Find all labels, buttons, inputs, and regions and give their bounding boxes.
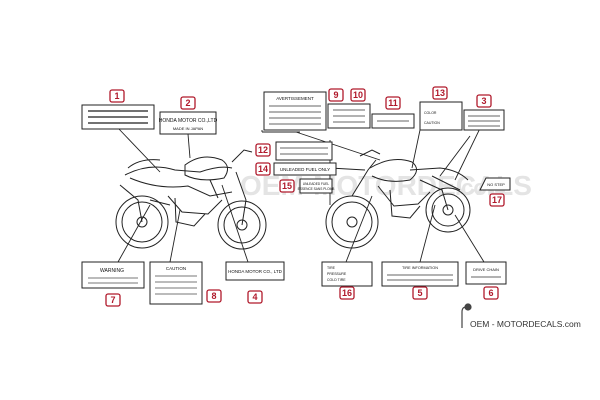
callout-number: 10 xyxy=(353,90,363,100)
callout-frame xyxy=(350,88,366,102)
label16-line1: TIRE xyxy=(327,266,336,270)
callout-number: 9 xyxy=(333,90,338,100)
decal-label-7: WARNING xyxy=(81,261,145,289)
brand-mark: OEM - MOTORDECALS.com xyxy=(461,303,581,329)
callout-number: 3 xyxy=(481,96,486,106)
callout-frame xyxy=(483,286,499,300)
label16-line2: PRESSURE xyxy=(327,272,347,276)
callout-1: 1 xyxy=(109,89,125,103)
callout-frame xyxy=(412,286,428,300)
decal-label-9: AVERTISSEMENT xyxy=(263,91,327,131)
callout-15: 15 xyxy=(279,179,295,193)
brand-text: OEM - MOTORDECALS.com xyxy=(470,319,581,329)
callout-frame xyxy=(385,96,401,110)
callout-frame xyxy=(105,293,121,307)
callout-number: 8 xyxy=(211,291,216,301)
callout-number: 2 xyxy=(185,98,190,108)
label7-text: WARNING xyxy=(100,268,124,274)
callout-frame xyxy=(255,143,271,157)
callout-number: 5 xyxy=(417,288,422,298)
callout-4: 4 xyxy=(247,290,263,304)
label13-line2: CAUTION xyxy=(424,121,440,125)
decal-label-14: UNLEADED FUEL ONLY xyxy=(273,162,337,176)
callout-number: 15 xyxy=(282,181,292,191)
decal-label-11 xyxy=(371,113,415,129)
callout-13: 13 xyxy=(432,86,448,100)
label4-text: HONDA MOTOR CO., LTD xyxy=(228,269,283,274)
callout-5: 5 xyxy=(412,286,428,300)
label2-line2: MADE IN JAPAN xyxy=(173,126,203,131)
label6-text: DRIVE CHAIN xyxy=(473,267,499,272)
decal-label-15: UNLEADED FUEL ESSENCE SANS PLOMB xyxy=(298,178,335,194)
callout-number: 1 xyxy=(114,91,119,101)
decal-label-10 xyxy=(327,103,371,129)
callout-frame xyxy=(279,179,295,193)
callout-number: 13 xyxy=(435,88,445,98)
callout-frame xyxy=(328,88,344,102)
callout-8: 8 xyxy=(206,289,222,303)
decal-label-5: TIRE INFORMATION xyxy=(381,261,459,287)
decal-label-16: TIRE PRESSURE COLD TIRE xyxy=(321,261,373,287)
label15-line1: UNLEADED FUEL xyxy=(303,182,330,186)
callout-12: 12 xyxy=(255,143,271,157)
callout-9: 9 xyxy=(328,88,344,102)
callout-frame xyxy=(432,86,448,100)
decal-label-12 xyxy=(275,141,333,161)
callout-17: 17 xyxy=(489,193,505,207)
label9-text: AVERTISSEMENT xyxy=(276,96,314,101)
label16-line3: COLD TIRE xyxy=(327,278,346,282)
callout-frame xyxy=(489,193,505,207)
decal-label-17: NO STEP xyxy=(479,177,511,191)
callout-number: 12 xyxy=(258,145,268,155)
callout-6: 6 xyxy=(483,286,499,300)
callout-10: 10 xyxy=(350,88,366,102)
callout-number: 17 xyxy=(492,195,502,205)
decal-label-3 xyxy=(463,109,505,131)
callout-number: 16 xyxy=(342,288,352,298)
callout-3: 3 xyxy=(476,94,492,108)
callout-frame xyxy=(109,89,125,103)
callout-frame xyxy=(255,162,271,176)
callout-frame xyxy=(247,290,263,304)
callout-number: 6 xyxy=(488,288,493,298)
callout-frame xyxy=(476,94,492,108)
label5-text: TIRE INFORMATION xyxy=(402,266,438,270)
decal-label-1 xyxy=(81,104,155,130)
decal-label-6: DRIVE CHAIN xyxy=(465,261,507,285)
decal-label-4: HONDA MOTOR CO., LTD xyxy=(225,261,285,281)
callout-2: 2 xyxy=(180,96,196,110)
callout-11: 11 xyxy=(385,96,401,110)
label8-text: CAUTION xyxy=(166,266,186,271)
decal-label-8: CAUTION xyxy=(149,261,203,305)
callout-frame xyxy=(206,289,222,303)
callout-number: 14 xyxy=(258,164,268,174)
callout-14: 14 xyxy=(255,162,271,176)
callout-frame xyxy=(180,96,196,110)
label17-text: NO STEP xyxy=(487,182,505,187)
callout-7: 7 xyxy=(105,293,121,307)
callout-number: 4 xyxy=(252,292,257,302)
decal-label-2: HONDA MOTOR CO.,LTD MADE IN JAPAN xyxy=(159,111,218,135)
callout-16: 16 xyxy=(339,286,355,300)
label2-line1: HONDA MOTOR CO.,LTD xyxy=(159,118,218,124)
callout-number: 11 xyxy=(388,98,398,108)
brand-logo-icon xyxy=(461,303,472,328)
callout-number: 7 xyxy=(110,295,115,305)
callout-frame xyxy=(339,286,355,300)
label13-line1: COLOR xyxy=(424,111,437,115)
label14-text: UNLEADED FUEL ONLY xyxy=(280,167,330,172)
motorcycle-right-view xyxy=(325,149,471,249)
decal-label-13: COLOR CAUTION xyxy=(419,101,463,131)
label15-line2: ESSENCE SANS PLOMB xyxy=(298,187,335,191)
